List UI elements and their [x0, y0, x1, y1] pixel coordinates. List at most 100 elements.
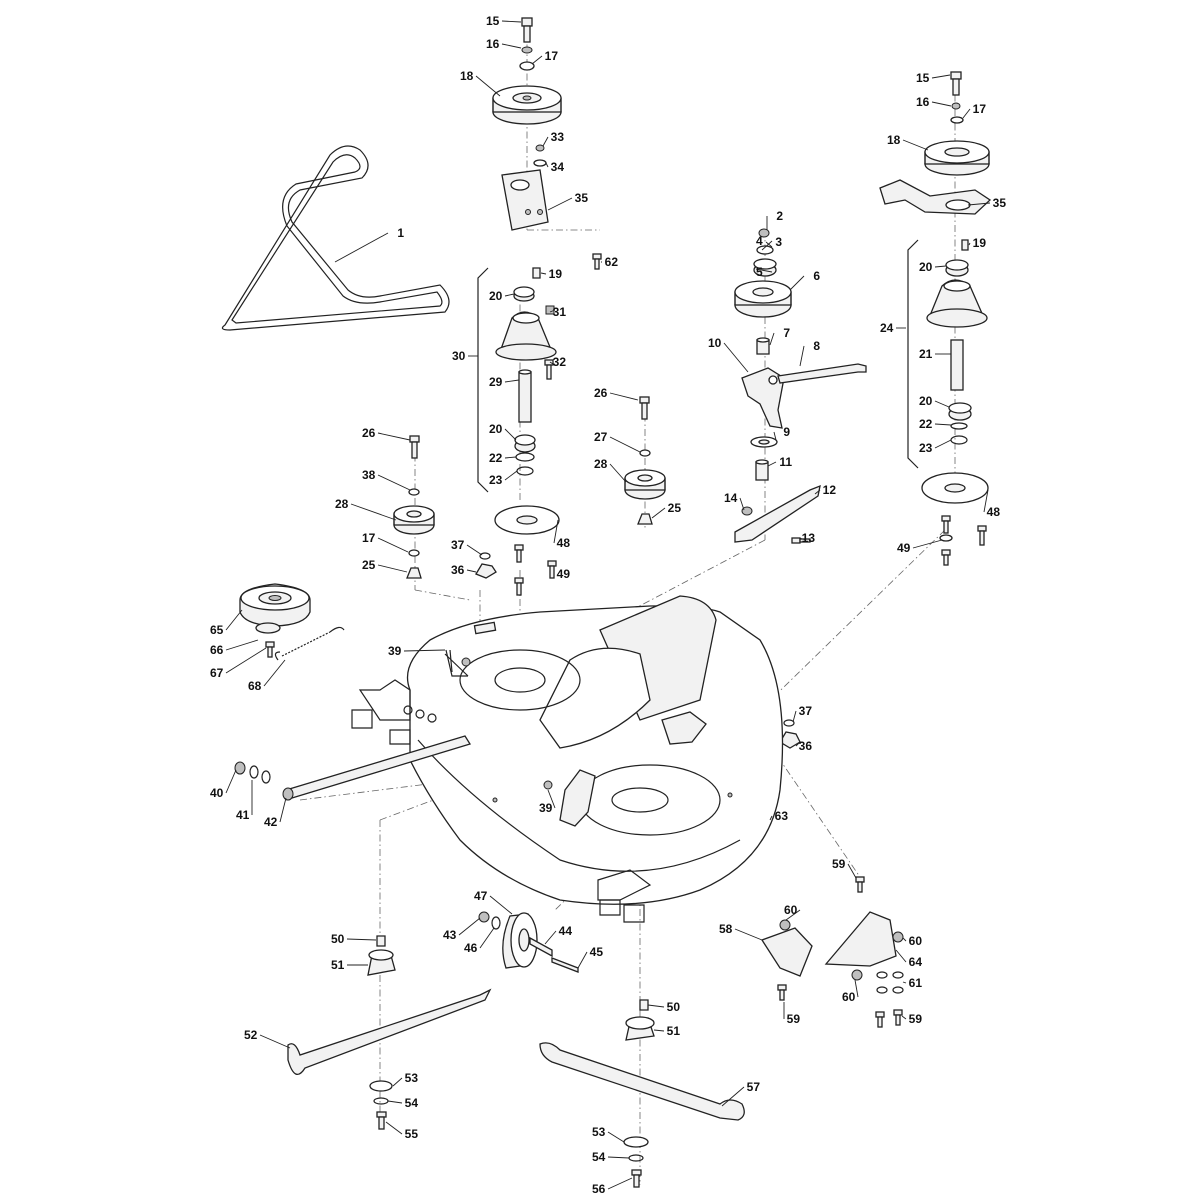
callout-68: 68 — [248, 679, 262, 693]
leader-line-9 — [773, 431, 777, 441]
leader-line-42 — [279, 797, 287, 823]
leader-line-44 — [544, 930, 557, 945]
leader-line-38 — [377, 474, 411, 491]
leader-line-28 — [350, 503, 397, 521]
callout-20: 20 — [489, 422, 503, 436]
leader-line-3 — [765, 241, 773, 248]
screw-shank — [594, 258, 600, 270]
callout-50: 50 — [667, 1000, 681, 1014]
callout-60: 60 — [909, 934, 923, 948]
leader-line-19 — [540, 272, 547, 275]
callout-60: 60 — [842, 990, 856, 1004]
callout-17: 17 — [362, 531, 376, 545]
leader-line-59 — [901, 1015, 907, 1020]
leader-line-54 — [607, 1156, 630, 1159]
lock-bolts — [445, 649, 553, 790]
callout-21: 21 — [919, 347, 933, 361]
callout-26: 26 — [362, 426, 376, 440]
pulley — [492, 85, 562, 125]
mulch-plate-small — [761, 919, 813, 1001]
leader-line-53 — [392, 1077, 403, 1087]
callout-64: 64 — [909, 955, 923, 969]
callout-56: 56 — [592, 1182, 606, 1196]
callout-34: 34 — [551, 160, 565, 174]
callout-42: 42 — [264, 815, 278, 829]
callout-40: 40 — [210, 786, 224, 800]
leader-line-22 — [504, 456, 517, 459]
callout-8: 8 — [813, 339, 820, 353]
leader-line-17 — [962, 108, 971, 119]
tension-rod — [777, 363, 867, 384]
callout-49: 49 — [557, 567, 571, 581]
left-idler-pulley — [393, 505, 435, 535]
leader-line-20 — [504, 428, 517, 441]
leader-line-35 — [967, 202, 991, 206]
spindle-bracket — [501, 169, 549, 231]
callout-39: 39 — [539, 801, 553, 815]
leader-line-37 — [466, 544, 483, 556]
leader-line-33 — [542, 136, 549, 147]
spindle-shaft — [518, 371, 532, 423]
callout-28: 28 — [335, 497, 349, 511]
leader-line-28 — [609, 463, 627, 483]
callout-67: 67 — [210, 666, 224, 680]
callout-20: 20 — [919, 260, 933, 274]
screw-head — [592, 253, 602, 260]
callout-49: 49 — [897, 541, 911, 555]
leader-line-6 — [789, 275, 805, 291]
callout-48: 48 — [987, 505, 1001, 519]
right-blade — [539, 1042, 745, 1121]
callout-19: 19 — [549, 267, 563, 281]
left-blade — [287, 988, 492, 1076]
callout-23: 23 — [489, 473, 503, 487]
callout-20: 20 — [489, 289, 503, 303]
leader-line-45 — [577, 951, 588, 969]
leader-line-58 — [734, 928, 763, 941]
left-idler-group — [393, 435, 435, 579]
bolt-shank — [523, 25, 531, 43]
leader-line-57 — [721, 1086, 745, 1107]
callout-52: 52 — [244, 1028, 258, 1042]
leader-line-26 — [609, 392, 639, 401]
callout-22: 22 — [489, 451, 503, 465]
right-spindle-assembly — [879, 71, 992, 566]
callout-48: 48 — [557, 536, 571, 550]
callout-18: 18 — [460, 69, 474, 83]
tensioner-group — [734, 228, 867, 544]
drive-belt — [221, 145, 450, 331]
leader-line-39 — [403, 649, 446, 652]
leader-line-32 — [549, 361, 554, 365]
leader-line-36 — [466, 569, 477, 573]
leader-line-1 — [334, 232, 389, 263]
right-pulley — [924, 140, 990, 176]
leader-line-8 — [799, 345, 805, 367]
leader-line-27 — [609, 436, 641, 453]
callout-54: 54 — [405, 1096, 419, 1110]
left-blade-group — [287, 935, 492, 1130]
leader-line-53 — [607, 1131, 625, 1143]
leader-line-65 — [225, 609, 243, 631]
callout-37: 37 — [799, 704, 813, 718]
callout-11: 11 — [779, 455, 792, 469]
callout-28: 28 — [594, 457, 608, 471]
leader-line-50 — [647, 1004, 665, 1008]
lock-washer — [521, 46, 533, 54]
leader-line-18 — [902, 139, 929, 151]
callout-16: 16 — [916, 95, 930, 109]
leader-line-54 — [387, 1100, 403, 1104]
callout-15: 15 — [916, 71, 930, 85]
callout-50: 50 — [331, 932, 345, 946]
leader-line-23 — [504, 470, 518, 481]
callout-13: 13 — [802, 531, 816, 545]
leader-line-50 — [346, 938, 377, 941]
leader-line-60 — [785, 909, 801, 921]
tension-spring — [274, 626, 345, 661]
callout-51: 51 — [667, 1024, 681, 1038]
callout-31: 31 — [553, 305, 567, 319]
callout-20: 20 — [919, 394, 933, 408]
callout-51: 51 — [331, 958, 345, 972]
callout-22: 22 — [919, 417, 933, 431]
leader-line-39 — [547, 789, 556, 809]
leader-line-68 — [263, 659, 286, 687]
callout-41: 41 — [236, 808, 250, 822]
